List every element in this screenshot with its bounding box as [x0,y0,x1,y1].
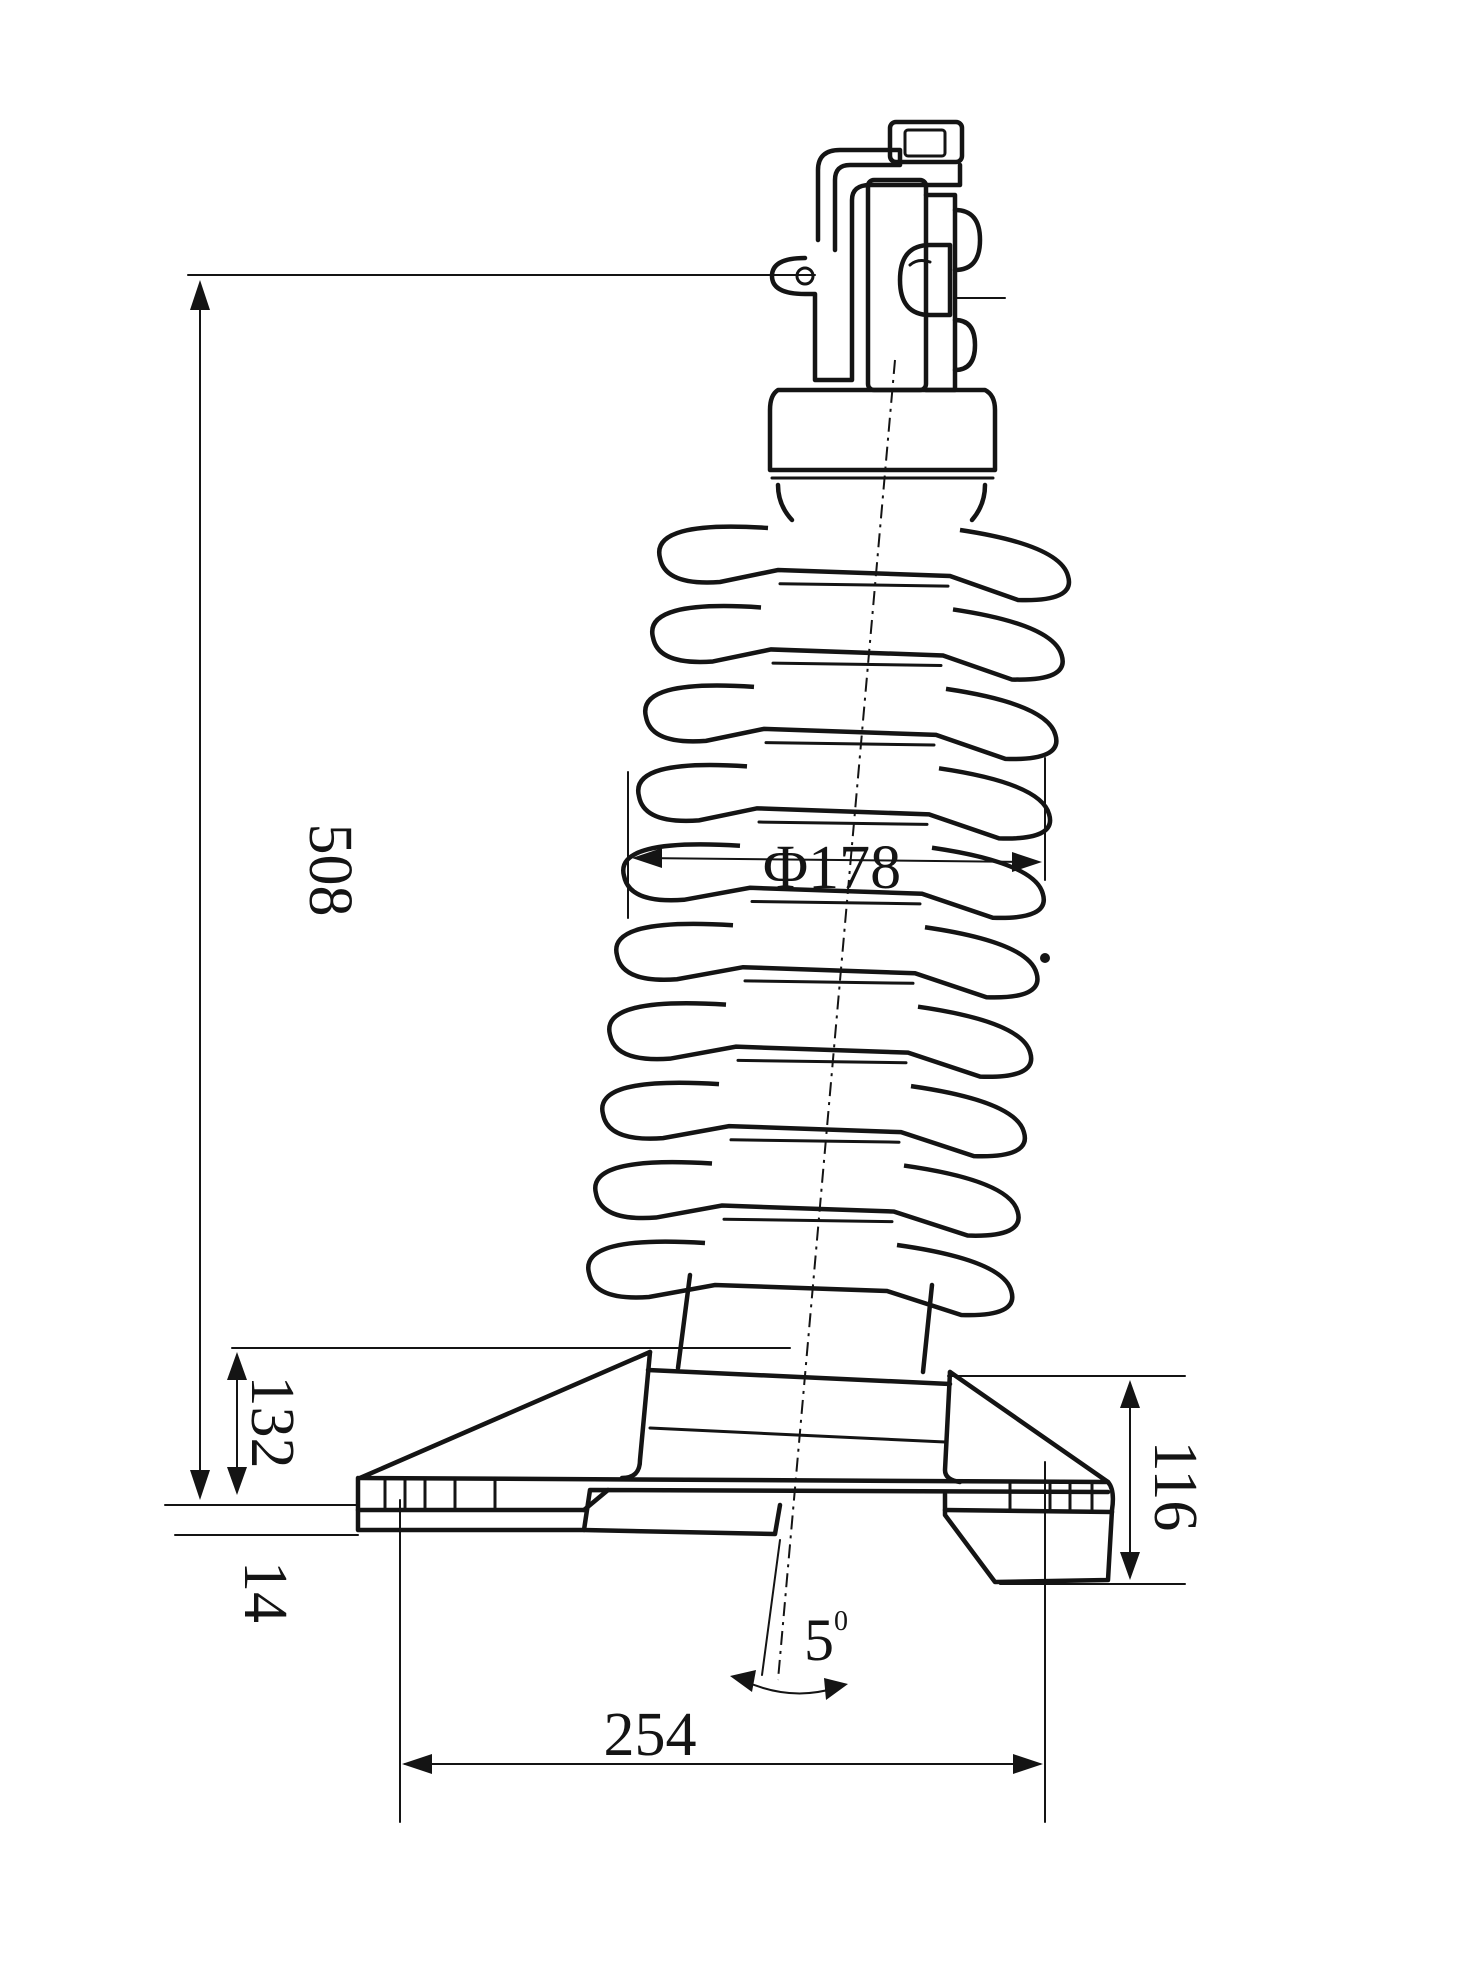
label-base-height: 132 [238,1376,306,1469]
lower-neck [675,1272,935,1375]
stray-dot [1040,953,1050,963]
label-foot-height: 116 [1141,1441,1209,1532]
dim-tilt-angle [730,1539,848,1700]
dim-base-width [399,1461,1046,1823]
dim-base-height [227,1347,791,1495]
shed-1 [656,524,1072,603]
top-cap [767,387,998,523]
label-tilt-angle: 50 [804,1606,848,1673]
core-band-3 [764,741,936,747]
shed-4 [635,762,1053,841]
dim-foot-height [947,1375,1186,1585]
core-band-7 [736,1058,908,1065]
shed-9 [593,1159,1021,1238]
shed-2 [649,603,1065,682]
dim-overall-height [187,274,816,1500]
shed-6 [614,921,1040,1000]
shed-5 [621,842,1046,921]
core-band-8 [729,1138,901,1144]
core-band-4 [757,820,929,826]
shed-stack [586,524,1072,1318]
degree-mark: 0 [834,1606,848,1637]
dim-flange-thickness [164,1504,359,1536]
core-band-6 [743,979,915,985]
terminal-clamp [769,119,1006,393]
dim-shed-diameter [627,757,1046,919]
core-band-5 [750,899,922,906]
center-axis [777,359,896,1681]
core-band-1 [778,582,950,588]
shed-10 [586,1239,1015,1318]
core-band-9 [722,1217,894,1224]
shed-3 [642,683,1059,762]
tilt-angle-value: 5 [804,1607,834,1673]
label-overall-height: 508 [296,824,364,917]
label-shed-diameter: Φ178 [763,834,901,902]
shed-7 [607,1001,1034,1080]
label-base-width: 254 [604,1701,697,1769]
mounting-base [355,1349,1116,1585]
core-band-2 [771,661,943,668]
label-flange-thickness: 14 [231,1561,299,1623]
insulator-core [722,582,950,1224]
shed-8 [600,1080,1028,1159]
